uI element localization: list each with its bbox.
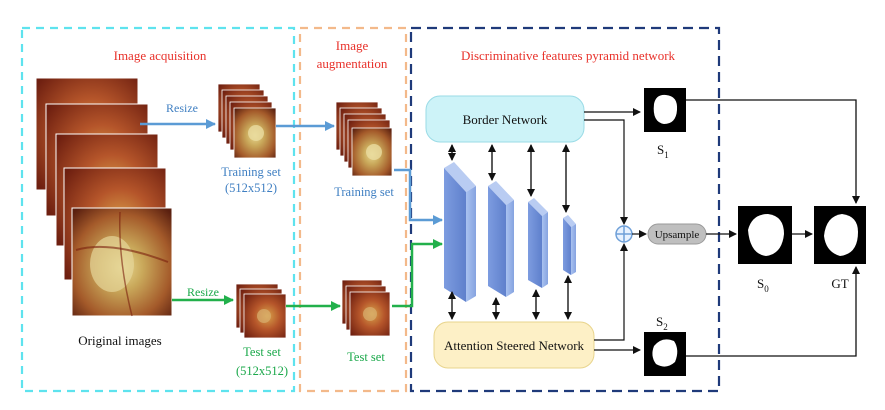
resize-label-bottom: Resize — [187, 285, 219, 299]
network-title: Discriminative features pyramid network — [461, 48, 676, 63]
test-to-network-arrow — [392, 239, 443, 308]
attention-network-box — [433, 321, 595, 369]
attention-to-sum-line — [594, 243, 628, 341]
s1-label: S1 — [657, 142, 669, 160]
s2-label: S2 — [656, 314, 668, 332]
acquisition-title: Image acquisition — [114, 48, 207, 63]
s2-to-gt-arrow — [686, 266, 860, 357]
s0-label: S0 — [757, 276, 769, 294]
augmentation-title-line2: augmentation — [317, 56, 388, 71]
upsample-label: Upsample — [655, 229, 700, 241]
training-set-resized-stack — [217, 83, 277, 159]
test-set-size: (512x512) — [236, 364, 288, 378]
augmentation-title-line1: Image — [336, 38, 369, 53]
training-set-augmented-label: Training set — [334, 185, 394, 199]
training-set-augmented-stack — [335, 101, 393, 177]
training-set-label: Training set — [221, 165, 281, 179]
acquisition-section — [20, 26, 296, 393]
attention-network-label: Attention Steered Network — [444, 338, 585, 353]
resize-label-top: Resize — [166, 101, 198, 115]
border-network-box — [425, 95, 585, 143]
pyramid-block-2 — [488, 181, 514, 297]
s1-to-gt-arrow — [686, 99, 860, 204]
original-images-stack — [35, 77, 173, 317]
test-set-augmented-stack — [341, 279, 391, 337]
pyramid-block-3 — [528, 198, 548, 288]
original-images-label: Original images — [78, 333, 161, 348]
border-to-sum-line — [584, 119, 628, 225]
augmentation-section — [298, 26, 408, 393]
pyramid-block-4 — [563, 215, 576, 275]
border-network-label: Border Network — [463, 112, 548, 127]
s1-mask — [644, 88, 686, 132]
s2-mask — [644, 332, 686, 376]
test-set-augmented-label: Test set — [347, 350, 385, 364]
gt-mask — [814, 206, 866, 264]
training-to-network-arrow — [394, 168, 443, 225]
s0-mask — [738, 206, 792, 264]
gt-label: GT — [831, 276, 848, 291]
training-set-size: (512x512) — [225, 181, 277, 195]
test-set-label: Test set — [243, 345, 281, 359]
pyramid-connectors — [448, 144, 572, 320]
pyramid-block-1 — [444, 162, 476, 302]
test-set-resized-stack — [235, 283, 287, 339]
